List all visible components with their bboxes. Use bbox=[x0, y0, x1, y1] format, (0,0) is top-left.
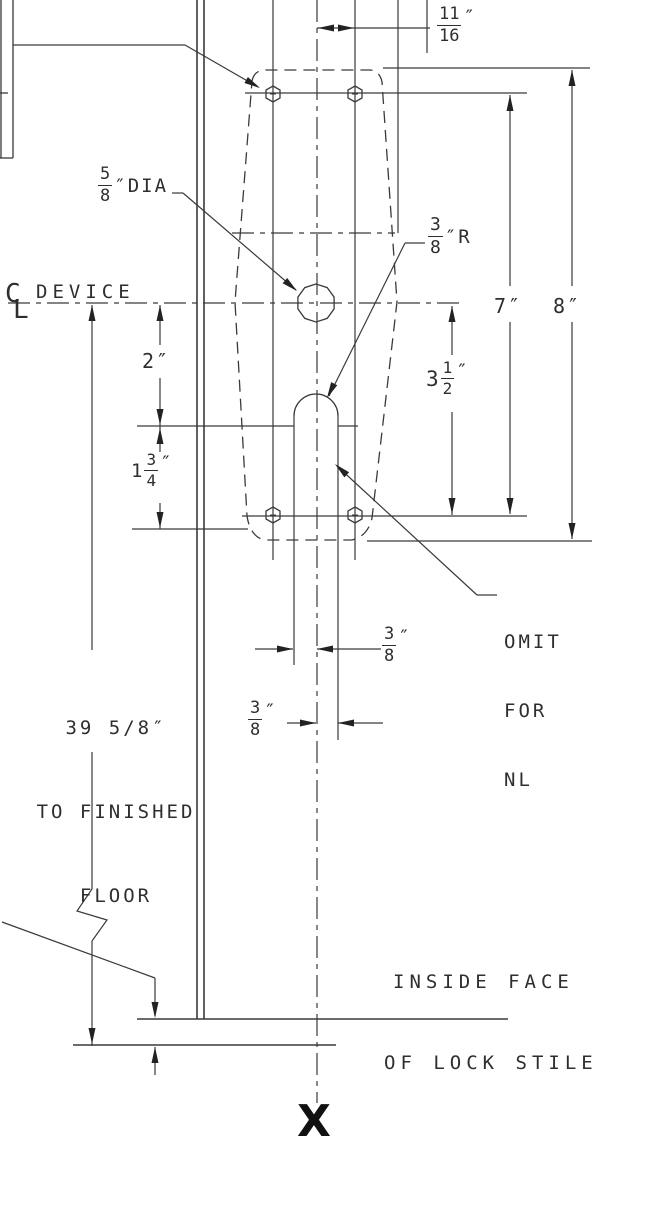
seven-inch-dimension: 7″ bbox=[494, 294, 523, 318]
floor-note-line1: 39 5/8″ bbox=[65, 717, 167, 739]
floor-note-line3: FLOOR bbox=[79, 885, 153, 907]
three-half-whole: 3 bbox=[426, 366, 439, 391]
slot-cutout bbox=[293, 393, 339, 417]
spindle-hole-icon bbox=[297, 283, 335, 323]
dia-suffix: ″DIA bbox=[114, 174, 169, 197]
hole-offset-numerator: 11 bbox=[439, 4, 460, 24]
omit-line2: FOR bbox=[504, 700, 548, 722]
hole-offset-suffix: ″ bbox=[463, 6, 477, 28]
screw-hole-icon bbox=[347, 506, 363, 524]
screw-hole-icon bbox=[347, 85, 363, 103]
detail-box bbox=[0, 0, 14, 159]
centerline-symbol-c: C bbox=[5, 279, 21, 309]
door-stile-lines bbox=[73, 0, 508, 1046]
three-half-numerator: 1 bbox=[442, 358, 453, 377]
centerlines bbox=[8, 0, 462, 1103]
radius-suffix: ″R bbox=[444, 225, 472, 248]
leader-lines bbox=[1, 44, 497, 979]
inside-face-line1: INSIDE FACE bbox=[393, 971, 574, 993]
slot-right-denominator: 8 bbox=[248, 719, 263, 740]
omit-line1: OMIT bbox=[504, 631, 562, 653]
slot-right-suffix: ″ bbox=[264, 700, 278, 722]
screw-hole-icon bbox=[265, 506, 281, 524]
three-half-suffix: ″ bbox=[456, 360, 470, 382]
omit-for-nl-note: OMIT FOR NL bbox=[504, 585, 562, 815]
slot-right-numerator: 3 bbox=[250, 698, 261, 718]
floor-reference-note: 39 5/8″ TO FINISHED FLOOR bbox=[20, 658, 212, 938]
inside-face-line2: OF LOCK STILE bbox=[384, 1052, 598, 1074]
datum-x-mark: X bbox=[297, 1096, 331, 1147]
radius-numerator: 3 bbox=[430, 214, 441, 235]
screw-hole-icon bbox=[265, 85, 281, 103]
one-three-quarter-numerator: 3 bbox=[146, 450, 157, 469]
slot-left-denominator: 8 bbox=[382, 645, 397, 666]
floor-note-line2: TO FINISHED bbox=[36, 801, 196, 823]
arrowheads bbox=[88, 24, 576, 1063]
hole-offset-denominator: 16 bbox=[437, 25, 462, 46]
one-three-quarter-suffix: ″ bbox=[160, 452, 174, 474]
eight-inch-dimension: 8″ bbox=[553, 294, 582, 318]
one-three-quarter-whole: 1 bbox=[131, 459, 143, 482]
slot-left-numerator: 3 bbox=[384, 624, 395, 644]
inside-face-note: INSIDE FACE OF LOCK STILE bbox=[384, 915, 598, 1104]
three-half-denominator: 2 bbox=[440, 378, 455, 398]
dia-denominator: 8 bbox=[98, 185, 113, 206]
break-symbol bbox=[76, 888, 108, 942]
radius-denominator: 8 bbox=[428, 236, 443, 258]
dia-numerator: 5 bbox=[100, 164, 111, 184]
one-three-quarter-denominator: 4 bbox=[144, 470, 159, 490]
slot-left-suffix: ″ bbox=[398, 626, 412, 648]
device-centerline-label: DEVICE bbox=[36, 281, 135, 303]
centerline-symbol-l: L bbox=[13, 295, 29, 325]
device-outline-dashed bbox=[234, 69, 398, 541]
two-inch-dimension: 2″ bbox=[142, 349, 171, 373]
mounting-holes bbox=[265, 85, 363, 524]
omit-line3: NL bbox=[504, 769, 533, 791]
